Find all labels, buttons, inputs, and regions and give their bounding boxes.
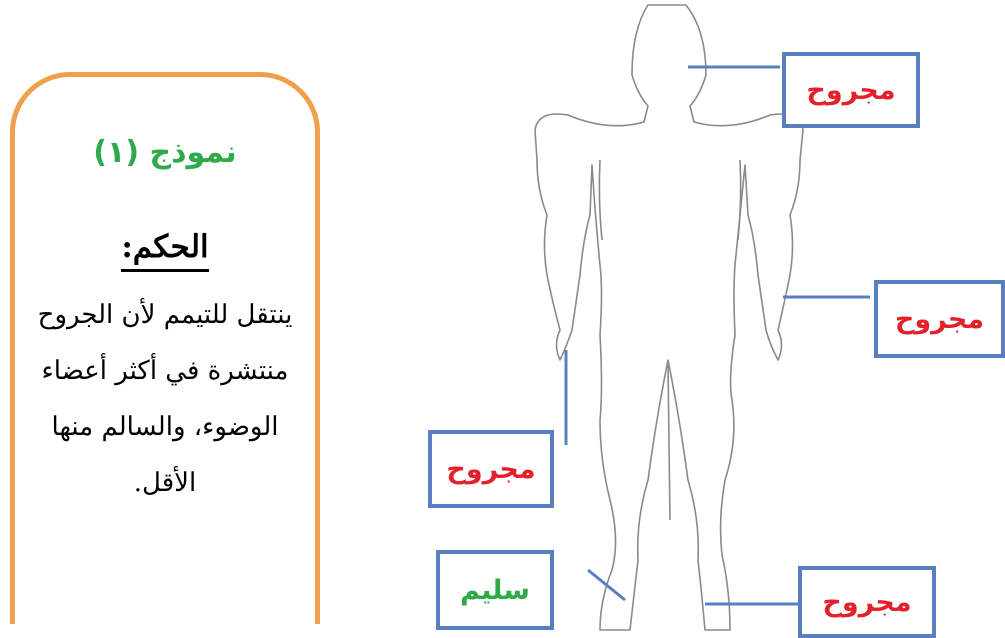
label-right-foot-text: مجروح bbox=[822, 587, 911, 618]
label-right-arm: مجروح bbox=[874, 280, 1005, 358]
pointer-lines bbox=[566, 67, 870, 604]
body-outline-path bbox=[535, 5, 803, 630]
body-outline bbox=[535, 5, 803, 630]
label-right-foot: مجروح bbox=[798, 566, 936, 638]
body-inner-line bbox=[738, 160, 741, 240]
label-left-arm-text: مجروح bbox=[446, 454, 535, 485]
label-head-text: مجروح bbox=[806, 75, 895, 106]
label-left-foot-text: سليم bbox=[460, 575, 530, 606]
pointer-line-left-foot bbox=[588, 570, 625, 600]
body-inner-line bbox=[599, 160, 602, 240]
label-left-foot: سليم bbox=[436, 550, 554, 630]
label-right-arm-text: مجروح bbox=[895, 304, 984, 335]
label-head: مجروح bbox=[782, 52, 920, 128]
label-left-arm: مجروح bbox=[428, 430, 554, 508]
body-inner-line bbox=[668, 365, 670, 520]
